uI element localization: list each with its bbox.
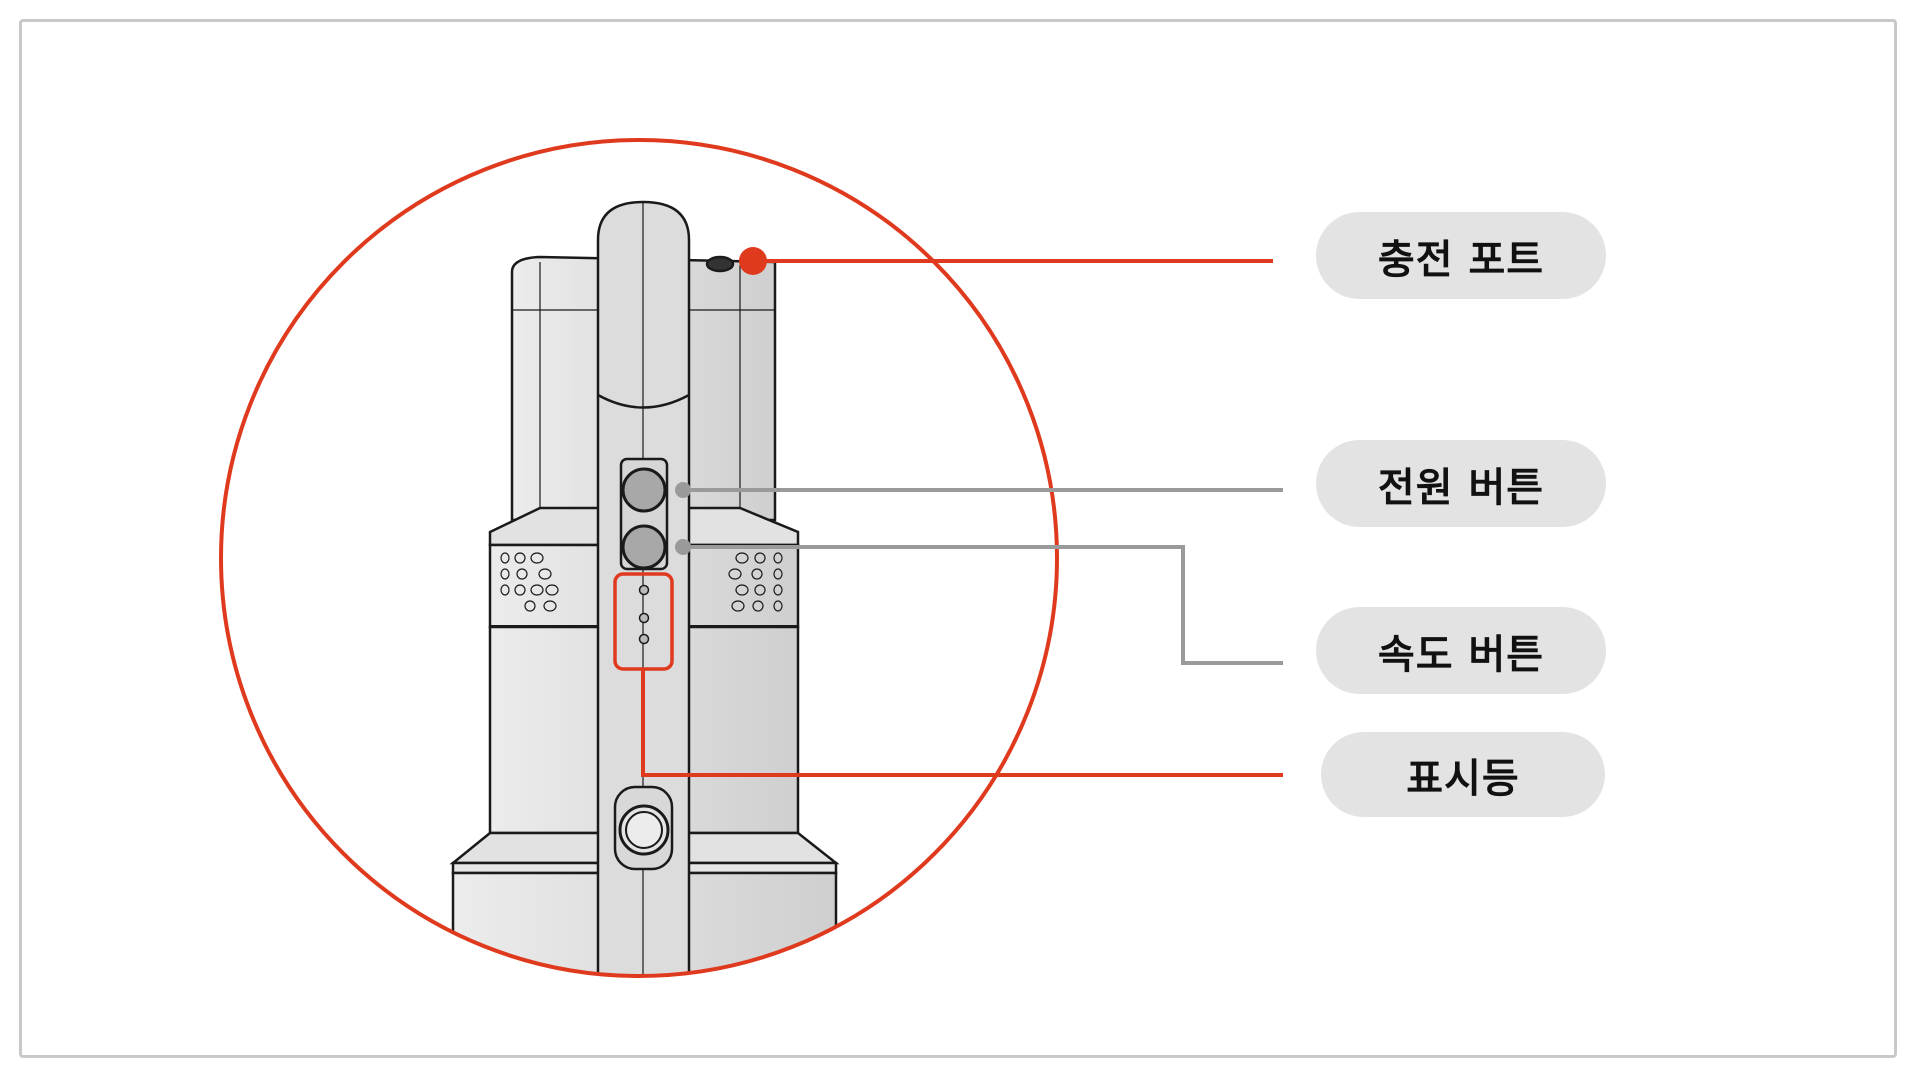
zoom-circle: [219, 138, 1059, 978]
leader-indicator: [641, 669, 1283, 777]
label-charging-port: 충전 포트: [1316, 212, 1606, 299]
label-speed-button: 속도 버튼: [1316, 607, 1606, 694]
label-power-button: 전원 버튼: [1316, 440, 1606, 527]
speed-button: [621, 524, 667, 570]
charging-port: [705, 255, 735, 273]
leader-power-button: [675, 482, 1283, 498]
indicator-lights: [638, 584, 650, 645]
leader-speed-button: [675, 539, 1283, 665]
leader-charging-port: [739, 247, 1273, 275]
vacuum-body: [449, 200, 840, 976]
vent-holes-right: [728, 552, 783, 612]
power-button: [621, 467, 667, 513]
vent-holes-left: [500, 552, 559, 612]
label-indicator: 표시등: [1321, 732, 1605, 817]
diagram-frame: [19, 19, 1897, 1058]
